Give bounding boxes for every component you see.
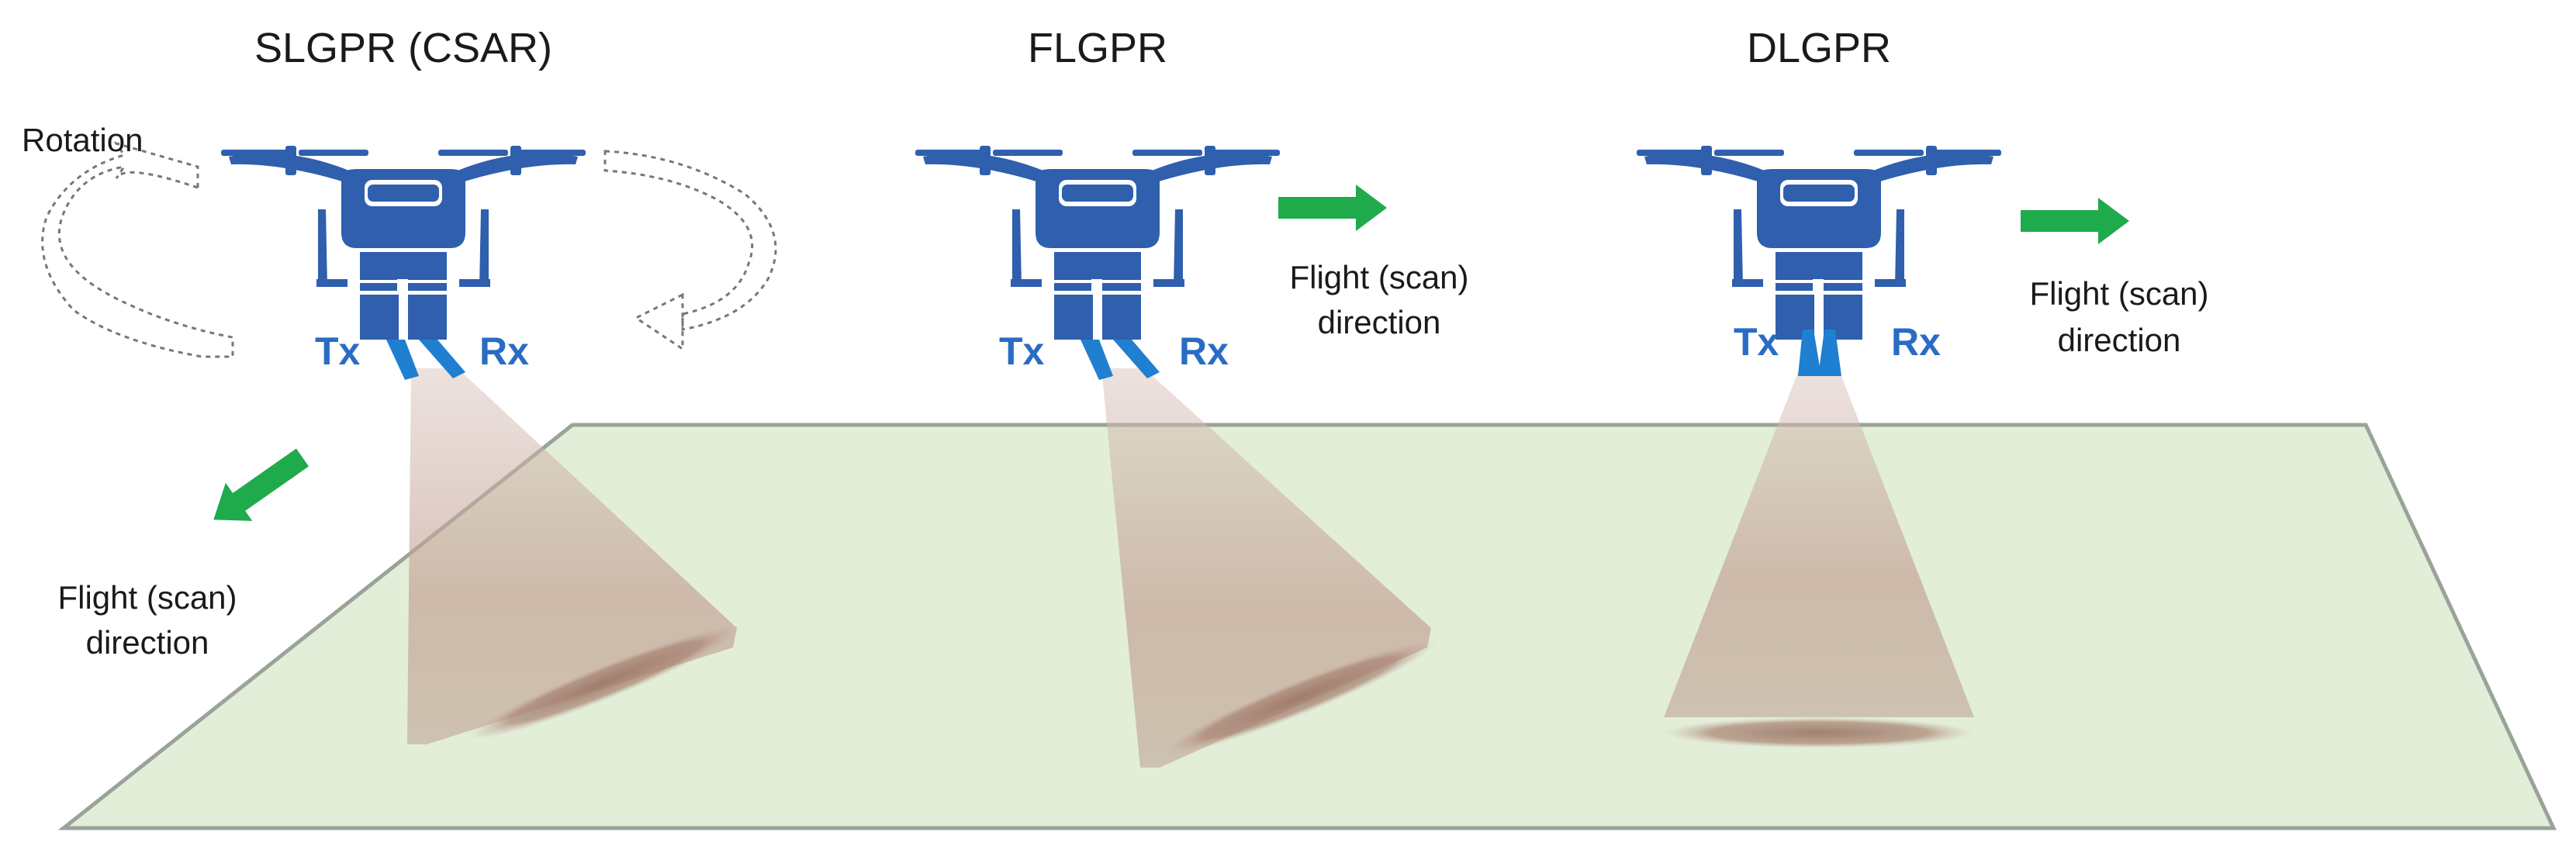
flight-direction-label-line2: direction bbox=[86, 624, 209, 661]
rx-label: Rx bbox=[1179, 330, 1229, 373]
tx-antenna-icon bbox=[1798, 330, 1821, 376]
panel-title: DLGPR bbox=[1747, 25, 1891, 71]
flight-direction-label-line1: Flight (scan) bbox=[1289, 259, 1468, 295]
panel-title: FLGPR bbox=[1028, 25, 1167, 71]
rx-antenna-icon bbox=[419, 340, 465, 378]
flight-direction-arrow-icon bbox=[2021, 198, 2129, 244]
panel-title: SLGPR (CSAR) bbox=[254, 25, 552, 71]
rotation-arrow-left bbox=[41, 141, 234, 358]
tx-label: Tx bbox=[999, 330, 1045, 373]
flight-direction-label-line2: direction bbox=[2058, 322, 2181, 358]
drone-icon bbox=[221, 146, 586, 340]
flight-direction-label-line2: direction bbox=[1318, 304, 1441, 340]
rx-label: Rx bbox=[1891, 320, 1941, 364]
beam-footprint bbox=[468, 624, 742, 740]
rotation-label: Rotation bbox=[22, 122, 143, 158]
beam-footprint bbox=[1162, 640, 1437, 756]
panel-slgpr: SLGPR (CSAR) Rotation Tx Rx Flight (scan… bbox=[22, 25, 777, 744]
tx-antenna-icon bbox=[386, 340, 419, 380]
drone-icon bbox=[915, 146, 1280, 340]
tx-antenna-icon bbox=[1081, 340, 1113, 380]
rx-antenna-icon bbox=[1113, 340, 1160, 378]
panel-flgpr: FLGPR Tx Rx Flight (scan) direction bbox=[915, 25, 1469, 768]
rx-antenna-icon bbox=[1818, 330, 1841, 376]
tx-label: Tx bbox=[1734, 320, 1779, 364]
rotation-arrow-right bbox=[603, 150, 777, 351]
flight-direction-arrow-icon bbox=[200, 438, 316, 539]
flight-direction-label-line1: Flight (scan) bbox=[57, 579, 237, 616]
tx-label: Tx bbox=[315, 330, 361, 373]
rx-label: Rx bbox=[479, 330, 529, 373]
flight-direction-label-line1: Flight (scan) bbox=[2029, 275, 2208, 312]
beam-footprint bbox=[1664, 717, 1974, 748]
drone-icon bbox=[1637, 146, 2001, 340]
radar-beam bbox=[1664, 368, 1974, 717]
flight-direction-arrow-icon bbox=[1278, 185, 1387, 231]
panel-dlgpr: DLGPR Tx Rx Flight (scan) direction bbox=[1637, 25, 2209, 748]
